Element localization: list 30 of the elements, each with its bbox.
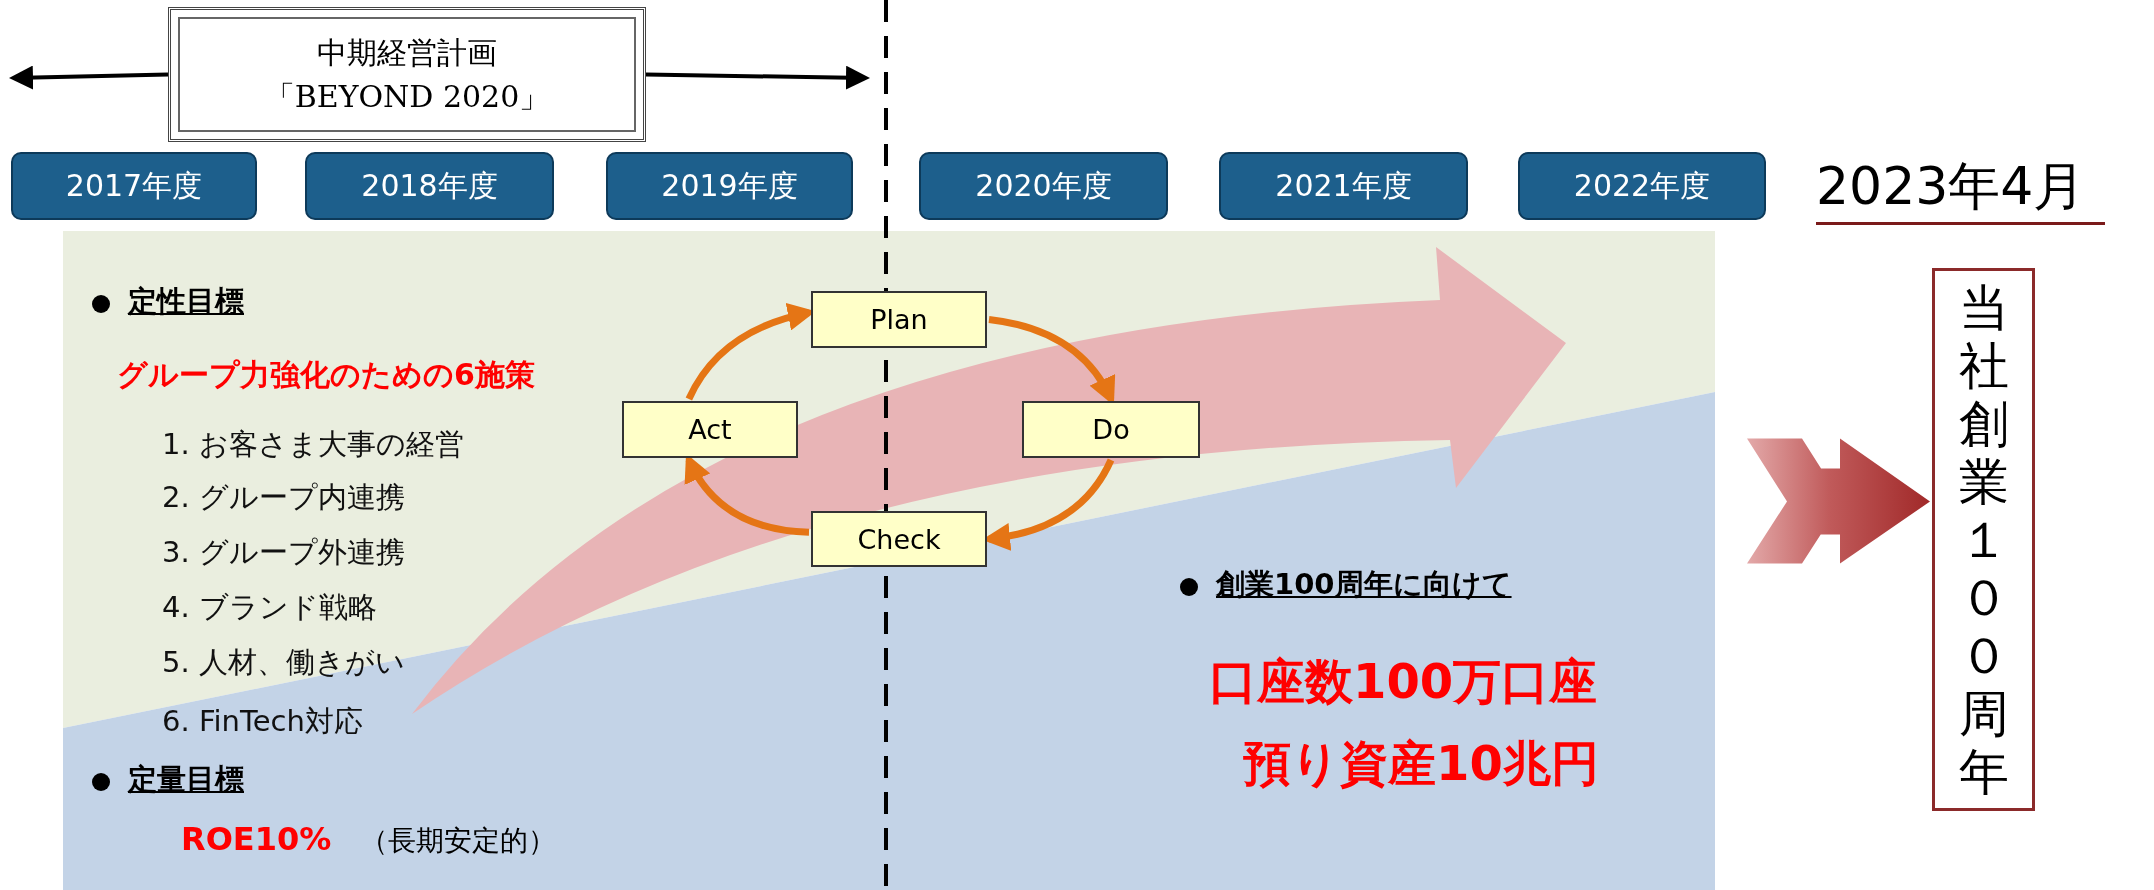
target-value: 口座数100万口座: [1209, 652, 1598, 711]
arrow: [645, 65, 870, 90]
date-label: 2023年4月: [1816, 152, 2106, 225]
year-box: 2017年度: [11, 152, 257, 220]
section-heading: 定量目標: [128, 761, 244, 798]
list-item: 5. 人材、働きがい: [162, 644, 405, 681]
subheading: グループ力強化のための6施策: [117, 356, 535, 394]
year-box: 2021年度: [1219, 152, 1468, 220]
year-box: 2020年度: [919, 152, 1168, 220]
list-item: 2. グループ内連携: [162, 479, 405, 516]
target-value: 預り資産10兆円: [1243, 734, 1599, 793]
cycle-step-box: Act: [622, 401, 798, 458]
list-item: 1. お客さま大事の経営: [162, 426, 464, 463]
list-item: 3. グループ外連携: [162, 534, 405, 571]
list-item: 4. ブランド戦略: [162, 589, 377, 626]
year-box: 2019年度: [606, 152, 853, 220]
note-text: （長期安定的）: [360, 823, 556, 859]
cycle-step-box: Check: [811, 511, 987, 567]
chevron-arrow: [1747, 438, 1930, 564]
target-value: ROE10%: [181, 820, 332, 858]
year-box: 2022年度: [1518, 152, 1766, 220]
section-heading: 定性目標: [128, 283, 244, 320]
cycle-step-box: Plan: [811, 291, 987, 348]
year-box: 2018年度: [305, 152, 554, 220]
title-box: 中期経営計画「BEYOND 2020」: [168, 7, 646, 142]
list-item: 6. FinTech対応: [162, 703, 363, 740]
anniversary-box: 当社創業１００周年: [1932, 268, 2035, 811]
arrow: [9, 65, 169, 90]
section-heading: 創業100周年に向けて: [1216, 566, 1512, 603]
cycle-step-box: Do: [1022, 401, 1200, 458]
